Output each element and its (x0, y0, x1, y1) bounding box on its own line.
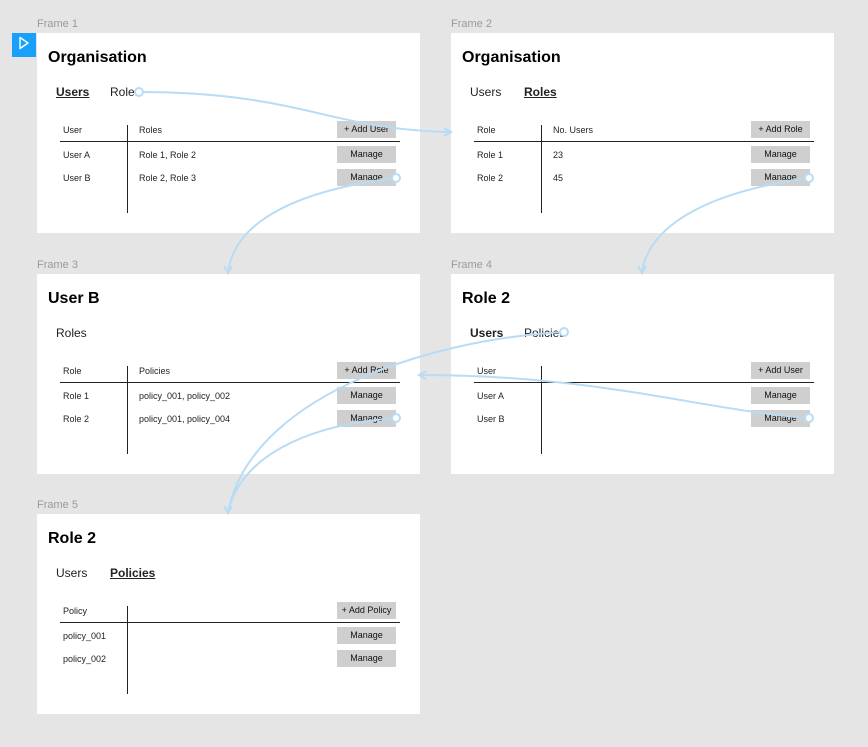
play-icon (18, 36, 30, 55)
table-row-cell-policies: policy_001, policy_004 (139, 414, 231, 424)
manage-button[interactable]: Manage (337, 627, 396, 644)
tab-policies[interactable]: Policies (110, 566, 156, 580)
frame-5[interactable]: Role 2 Users Policies Policy + Add Polic… (37, 514, 420, 714)
page-title: Organisation (48, 49, 147, 66)
table-header-divider (474, 382, 814, 383)
tab-roles[interactable]: Roles (524, 85, 557, 99)
tab-roles[interactable]: Roles (110, 85, 141, 99)
page-title: Role 2 (48, 530, 97, 547)
frame-label: Frame 2 (451, 18, 492, 30)
manage-button[interactable]: Manage (337, 410, 396, 427)
column-header-user: User (63, 125, 83, 135)
tab-roles[interactable]: Roles (56, 326, 87, 340)
frame-4[interactable]: Role 2 Users Policies User + Add User Us… (451, 274, 834, 474)
add-role-button[interactable]: + Add Role (751, 121, 810, 138)
column-header-roles: Roles (139, 125, 163, 135)
table-row-cell-role: Role 1 (63, 391, 90, 401)
table-row-cell-roles: Role 2, Role 3 (139, 173, 197, 183)
manage-button[interactable]: Manage (751, 146, 810, 163)
manage-button[interactable]: Manage (337, 387, 396, 404)
column-header-policies: Policies (139, 366, 171, 376)
frame-2[interactable]: Organisation Users Roles Role No. Users … (451, 33, 834, 233)
manage-button[interactable]: Manage (751, 169, 810, 186)
frame-3[interactable]: User B Roles Role Policies + Add Role Ro… (37, 274, 420, 474)
table-header-divider (60, 382, 400, 383)
column-header-user: User (477, 366, 497, 376)
page-title: Role 2 (462, 290, 511, 307)
table-header-divider (60, 141, 400, 142)
tab-users[interactable]: Users (470, 85, 502, 99)
column-header-policy: Policy (63, 606, 88, 616)
column-header-role: Role (477, 125, 496, 135)
table-row-cell-roles: Role 1, Role 2 (139, 150, 197, 160)
table-column-divider (127, 125, 128, 213)
manage-button[interactable]: Manage (337, 169, 396, 186)
table-row-cell-role: Role 2 (63, 414, 90, 424)
column-header-role: Role (63, 366, 82, 376)
table-header-divider (60, 622, 400, 623)
column-header-no-users: No. Users (553, 125, 594, 135)
manage-button[interactable]: Manage (751, 387, 810, 404)
table-row-cell-user: User A (63, 150, 91, 160)
table-column-divider (541, 366, 542, 454)
arrowhead-icon (416, 370, 427, 380)
arrowhead-icon (637, 265, 647, 276)
frame-label: Frame 5 (37, 499, 78, 511)
table-column-divider (541, 125, 542, 213)
table-row-cell-user: User B (477, 414, 505, 424)
table-row-cell-user: User B (63, 173, 91, 183)
add-role-button[interactable]: + Add Role (337, 362, 396, 379)
present-prototype-button[interactable] (12, 33, 36, 57)
table-row-cell-role: Role 1 (477, 150, 504, 160)
table-row-cell-role: Role 2 (477, 173, 504, 183)
arrowhead-icon (443, 127, 454, 137)
table-row-cell-user: User A (477, 391, 505, 401)
page-title: Organisation (462, 49, 561, 66)
table-row-cell-count: 45 (553, 173, 564, 183)
tab-users[interactable]: Users (470, 326, 504, 340)
add-policy-button[interactable]: + Add Policy (337, 602, 396, 619)
table-row-cell-count: 23 (553, 150, 564, 160)
manage-button[interactable]: Manage (337, 146, 396, 163)
manage-button[interactable]: Manage (337, 650, 396, 667)
tab-users[interactable]: Users (56, 85, 90, 99)
table-row-cell-policies: policy_001, policy_002 (139, 391, 231, 401)
table-row-cell-policy: policy_002 (63, 654, 107, 664)
page-title: User B (48, 290, 100, 307)
arrowhead-icon (223, 265, 233, 276)
frame-1[interactable]: Organisation Users Roles User Roles + Ad… (37, 33, 420, 233)
table-header-divider (474, 141, 814, 142)
table-row-cell-policy: policy_001 (63, 631, 107, 641)
add-user-button[interactable]: + Add User (337, 121, 396, 138)
add-user-button[interactable]: + Add User (751, 362, 810, 379)
frame-label: Frame 3 (37, 259, 78, 271)
manage-button[interactable]: Manage (751, 410, 810, 427)
tab-users[interactable]: Users (56, 566, 88, 580)
frame-label: Frame 1 (37, 18, 78, 30)
frame-label: Frame 4 (451, 259, 492, 271)
table-column-divider (127, 606, 128, 694)
table-column-divider (127, 366, 128, 454)
tab-policies[interactable]: Policies (524, 326, 566, 340)
arrowhead-icon (223, 505, 233, 516)
